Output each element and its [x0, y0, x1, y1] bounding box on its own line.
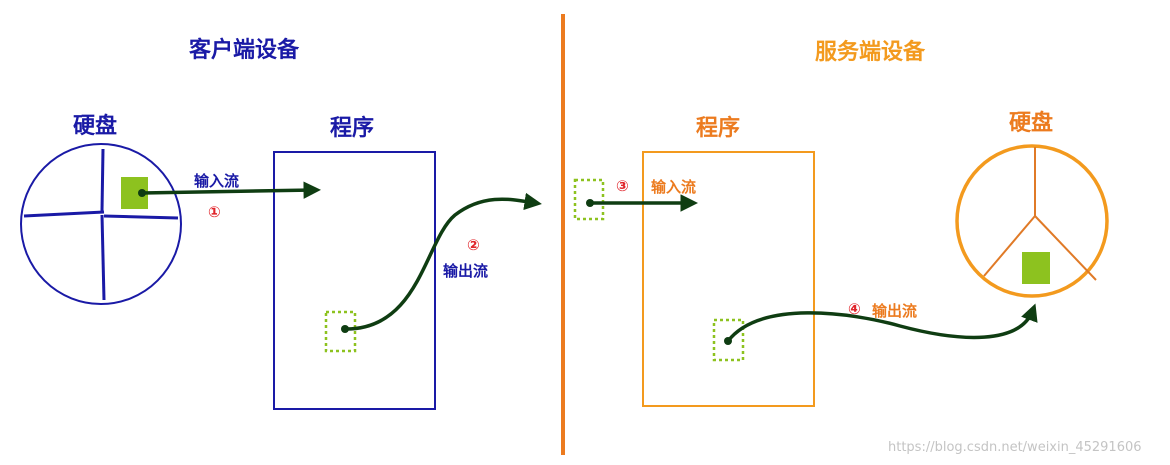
- server-disk-data-block: [1022, 252, 1050, 284]
- client-disk-label: 硬盘: [73, 114, 118, 139]
- client-disk-partition-line: [103, 214, 179, 220]
- client-output-step-number: ②: [467, 236, 480, 254]
- server-disk-partition-line: [1034, 215, 1097, 281]
- server-input-step-number: ③: [616, 177, 629, 195]
- server-program-label: 程序: [696, 116, 741, 141]
- client-program-data-slot: [324, 310, 357, 353]
- client-output-stream-arrow: [344, 192, 542, 331]
- client-program-box: [273, 151, 436, 410]
- server-incoming-data-slot: [573, 178, 605, 221]
- server-title: 服务端设备: [815, 40, 926, 65]
- server-output-stream-arrow: [726, 303, 1038, 343]
- server-disk-label: 硬盘: [1009, 111, 1054, 136]
- client-input-stream-label: 输入流: [194, 172, 240, 190]
- watermark-text: https://blog.csdn.net/weixin_45291606: [888, 440, 1142, 455]
- client-disk: [20, 143, 182, 305]
- server-program-data-slot: [712, 318, 745, 362]
- client-disk-partition-line: [23, 210, 105, 218]
- client-disk-circle: [20, 143, 182, 305]
- server-program-box: [642, 151, 815, 407]
- client-disk-partition-line: [100, 214, 106, 301]
- client-input-stream-arrow: [141, 181, 321, 199]
- client-title: 客户端设备: [189, 38, 300, 63]
- server-input-stream-label: 输入流: [651, 178, 697, 196]
- server-disk-circle: [955, 144, 1109, 298]
- client-program-label: 程序: [330, 116, 375, 141]
- client-output-stream-label: 输出流: [443, 262, 489, 280]
- server-output-step-number: ④: [848, 300, 861, 318]
- server-disk: [955, 144, 1109, 298]
- server-output-stream-label: 输出流: [872, 302, 918, 320]
- client-input-step-number: ①: [208, 203, 221, 221]
- client-disk-partition-line: [100, 148, 105, 212]
- server-disk-partition-line: [983, 215, 1036, 277]
